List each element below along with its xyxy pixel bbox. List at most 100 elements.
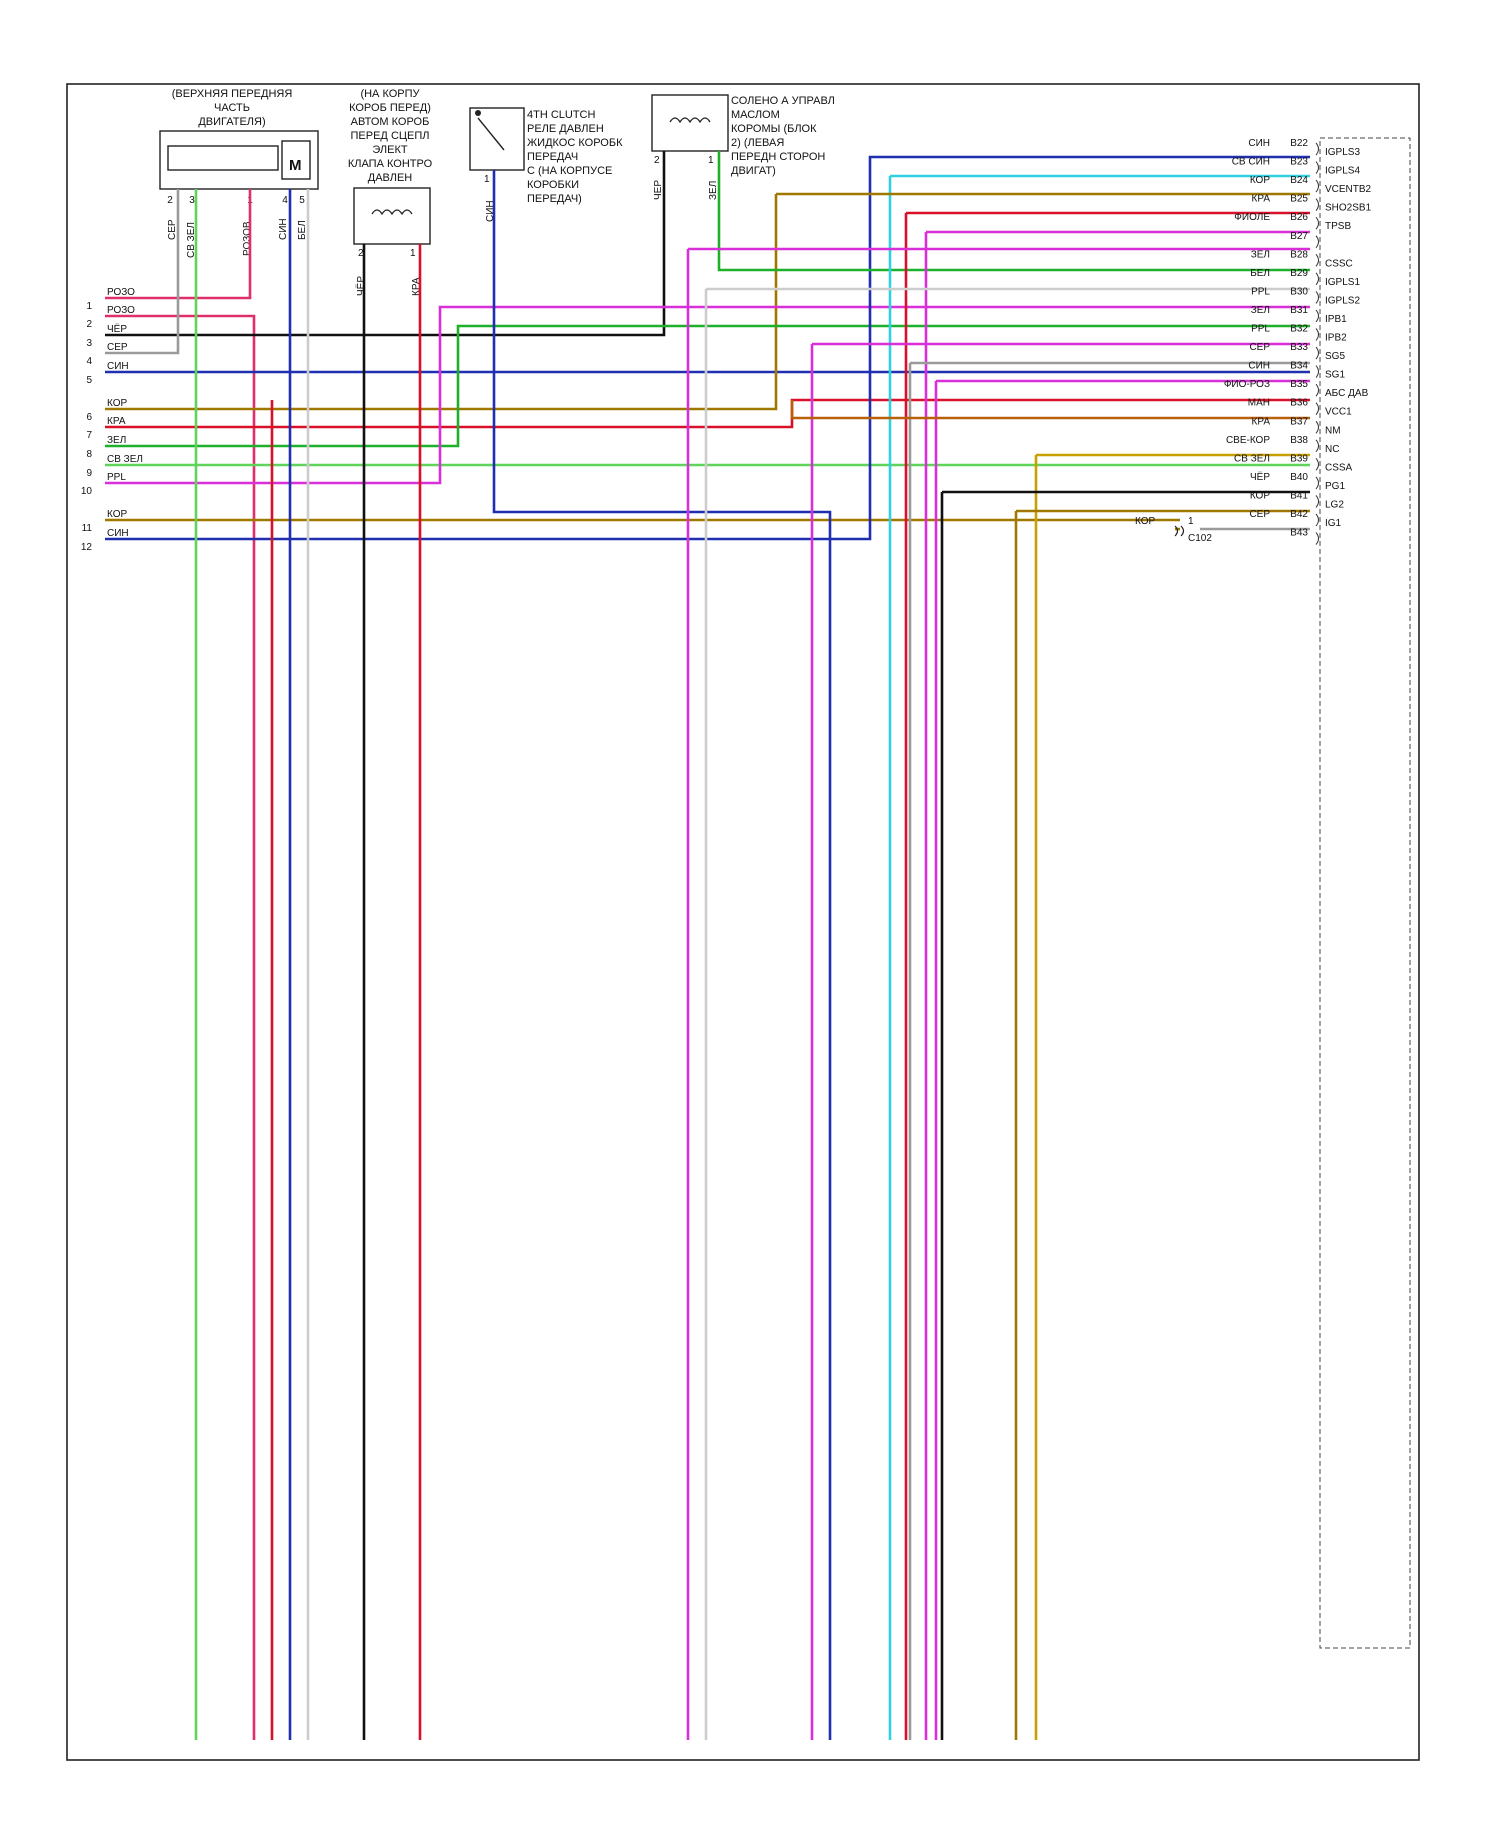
caption-line: КЛАПА КОНТРО bbox=[348, 158, 433, 170]
caption-line: ЭЛЕКТ bbox=[372, 144, 408, 156]
pin-terminal-icon bbox=[1316, 458, 1319, 470]
connector-icon bbox=[1175, 526, 1184, 536]
c102-name: C102 bbox=[1188, 533, 1212, 544]
wire bbox=[105, 307, 1310, 483]
engine-top-component: (ВЕРХНЯЯ ПЕРЕДНЯЯ ЧАСТЬ ДВИГАТЕЛЯ) M 2 3… bbox=[160, 88, 318, 258]
right-pin-number: B26 bbox=[1290, 212, 1308, 223]
switch-terminal-icon bbox=[475, 110, 481, 116]
pin-label: 4 bbox=[282, 195, 288, 206]
c102-pin: 1 bbox=[1188, 516, 1194, 527]
pin-label: 1 bbox=[708, 155, 714, 166]
left-pin-number: 10 bbox=[81, 486, 93, 497]
wire bbox=[494, 170, 830, 1740]
left-pin-number: 9 bbox=[86, 468, 92, 479]
right-pin-number: B25 bbox=[1290, 194, 1308, 205]
pin-terminal-icon bbox=[1316, 143, 1319, 155]
solenoid-housing bbox=[354, 188, 430, 244]
right-pin-signal: IGPLS2 bbox=[1325, 295, 1360, 306]
right-pin-number: B39 bbox=[1290, 453, 1308, 464]
left-pin-wire-label: СИН bbox=[107, 361, 129, 372]
right-pin-signal: NM bbox=[1325, 425, 1341, 436]
right-pin-wire-label: ЗЕЛ bbox=[1251, 249, 1270, 260]
right-pin-number: B40 bbox=[1290, 472, 1308, 483]
pin-terminal-icon bbox=[1316, 366, 1319, 378]
pin-terminal-icon bbox=[1316, 236, 1319, 248]
right-pin-wire-label: ЗЕЛ bbox=[1251, 305, 1270, 316]
right-pin-wire-label: КОР bbox=[1250, 175, 1270, 186]
left-pin-wire-label: КОР bbox=[107, 398, 127, 409]
left-pin-wire-label: РОЗО bbox=[107, 287, 135, 298]
left-pin-number: 2 bbox=[86, 319, 92, 330]
left-pin-wire-label: СИН bbox=[107, 528, 129, 539]
right-pin-wire-label: БЕЛ bbox=[1250, 268, 1270, 279]
wire-label: СЕР bbox=[167, 219, 178, 240]
right-pin-signal: CSSC bbox=[1325, 258, 1353, 269]
pin-terminal-icon bbox=[1316, 162, 1319, 174]
right-pin-signal: IGPLS4 bbox=[1325, 166, 1360, 177]
left-pin-wire-label: РОЗО bbox=[107, 305, 135, 316]
pin-label: 2 bbox=[654, 155, 660, 166]
right-pin-wire-label: СЕР bbox=[1249, 509, 1270, 520]
right-pin-signal: IGPLS1 bbox=[1325, 277, 1360, 288]
left-pin-number: 7 bbox=[86, 430, 92, 441]
pin-terminal-icon bbox=[1316, 199, 1319, 211]
left-pin-number: 4 bbox=[86, 356, 92, 367]
right-pin-wire-label: СЕР bbox=[1249, 342, 1270, 353]
right-pin-number: B23 bbox=[1290, 157, 1308, 168]
right-pin-number: B29 bbox=[1290, 268, 1308, 279]
caption-line: ЧАСТЬ bbox=[214, 102, 250, 114]
caption-line: АВТОМ КОРОБ bbox=[351, 116, 430, 128]
right-pin-signal: PG1 bbox=[1325, 481, 1345, 492]
pin-label: 1 bbox=[410, 248, 416, 259]
right-pin-signal: TPSB bbox=[1325, 221, 1351, 232]
right-pin-signal: IPB1 bbox=[1325, 314, 1347, 325]
caption-line: 2) (ЛЕВАЯ bbox=[731, 137, 784, 149]
pin-terminal-icon bbox=[1316, 533, 1319, 545]
caption-line: ПЕРЕДАЧ) bbox=[527, 193, 582, 205]
right-pin-signal: IGPLS3 bbox=[1325, 147, 1360, 158]
right-pin-wire-label: PPL bbox=[1251, 286, 1270, 297]
pin-terminal-icon bbox=[1316, 495, 1319, 507]
caption-line: ПЕРЕДН СТОРОН bbox=[731, 151, 825, 163]
right-pin-signal: IG1 bbox=[1325, 518, 1342, 529]
right-pin-number: B28 bbox=[1290, 249, 1308, 260]
motor-icon: M bbox=[289, 157, 302, 174]
right-pin-wire-label: СИН bbox=[1248, 361, 1270, 372]
left-pin-number: 11 bbox=[82, 523, 93, 534]
wire-label: СИН bbox=[278, 218, 289, 240]
right-pin-wire-label: СВЕ-КОР bbox=[1226, 435, 1270, 446]
right-pin-number: B36 bbox=[1290, 398, 1308, 409]
pin-terminal-icon bbox=[1316, 310, 1319, 322]
pin-terminal-icon bbox=[1316, 347, 1319, 359]
shift-solenoid-component: СОЛЕНО А УПРАВЛ МАСЛОМ КОРОМЫ (БЛОК 2) (… bbox=[652, 95, 835, 200]
right-pin-number: B35 bbox=[1290, 379, 1308, 390]
right-pin-signal: VCC1 bbox=[1325, 407, 1352, 418]
wire bbox=[105, 400, 1310, 427]
pin-label: 5 bbox=[299, 195, 305, 206]
caption-line: СОЛЕНО А УПРАВЛ bbox=[731, 95, 835, 107]
pin-terminal-icon bbox=[1316, 514, 1319, 526]
right-pin-signal: IPB2 bbox=[1325, 333, 1347, 344]
pin-terminal-icon bbox=[1316, 384, 1319, 396]
left-pin-wire-label: КРА bbox=[107, 416, 126, 427]
right-pin-signal: SHO2SB1 bbox=[1325, 203, 1372, 214]
caption-line: РЕЛЕ ДАВЛЕН bbox=[527, 123, 604, 135]
right-pin-number: B33 bbox=[1290, 342, 1308, 353]
pin-terminal-icon bbox=[1316, 477, 1319, 489]
left-pin-wire-label: СЕР bbox=[107, 342, 128, 353]
wire-layer bbox=[105, 151, 1310, 1740]
caption-line: ДАВЛЕН bbox=[368, 172, 413, 184]
pin-terminal-icon bbox=[1316, 440, 1319, 452]
right-pin-wire-label: ФИО-РОЗ bbox=[1224, 379, 1270, 390]
right-pin-signal: LG2 bbox=[1325, 499, 1344, 510]
right-pin-wire-label: СИН bbox=[1248, 138, 1270, 149]
left-pin-wire-label: ЗЕЛ bbox=[107, 435, 126, 446]
pin-terminal-icon bbox=[1316, 217, 1319, 229]
switch-housing bbox=[470, 108, 524, 170]
wire bbox=[719, 151, 1310, 270]
switch-contact-icon bbox=[478, 118, 504, 150]
wire-label: ЗЕЛ bbox=[708, 181, 719, 200]
